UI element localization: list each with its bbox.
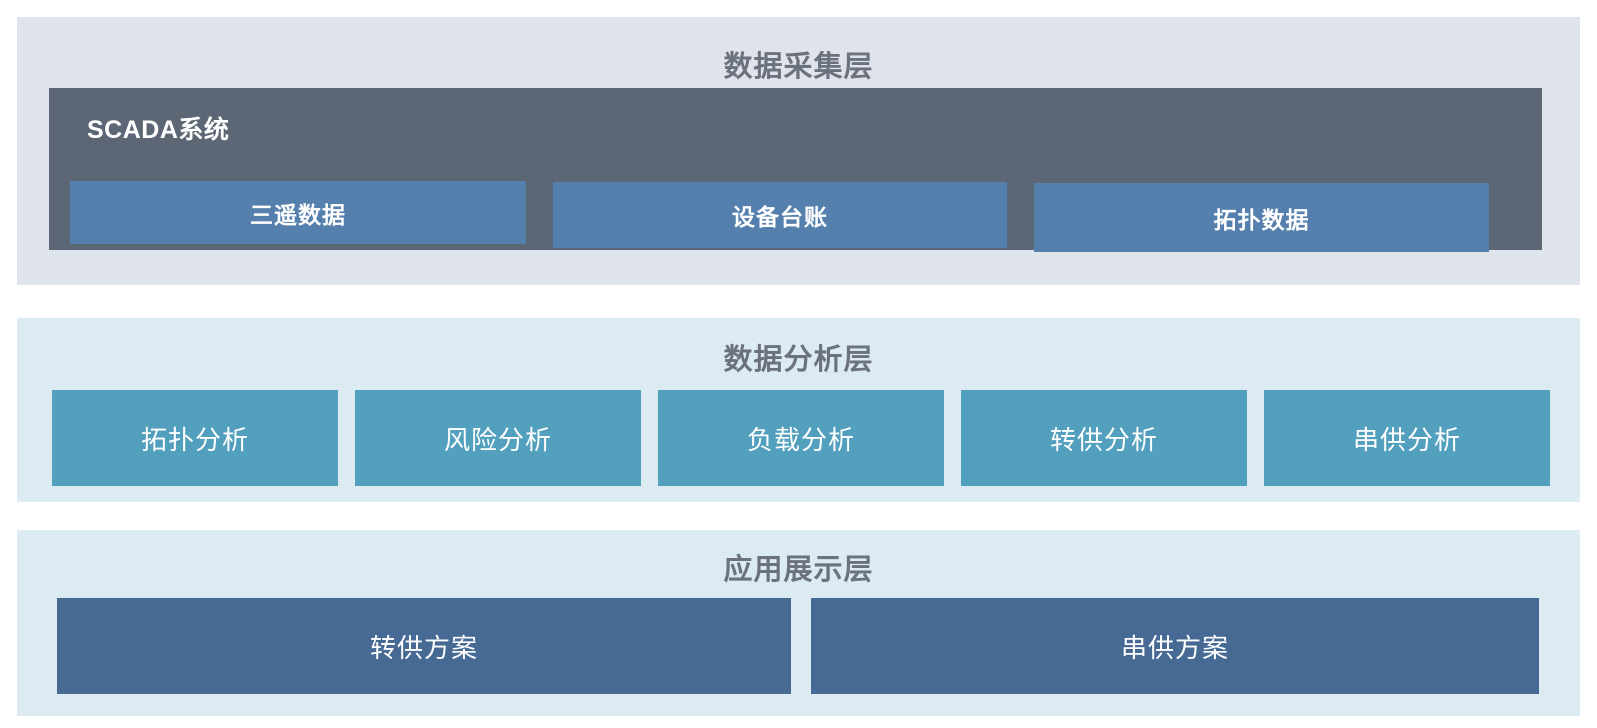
analysis-item-risk[interactable]: 风险分析 — [355, 390, 641, 486]
scada-item-topology-data[interactable]: 拓扑数据 — [1034, 183, 1489, 252]
scada-system-label: SCADA系统 — [87, 116, 230, 144]
analysis-item-transfer-supply[interactable]: 转供分析 — [961, 390, 1247, 486]
layer-data-collection: 数据采集层 SCADA系统 三遥数据 设备台账 拓扑数据 — [17, 17, 1580, 285]
analysis-item-list: 拓扑分析 风险分析 负载分析 转供分析 串供分析 — [52, 390, 1550, 486]
application-item-list: 转供方案 串供方案 — [57, 598, 1539, 694]
application-item-transfer-supply-plan[interactable]: 转供方案 — [57, 598, 791, 694]
scada-item-sanyao-data[interactable]: 三遥数据 — [70, 181, 526, 244]
analysis-item-topology[interactable]: 拓扑分析 — [52, 390, 338, 486]
analysis-item-series-supply[interactable]: 串供分析 — [1264, 390, 1550, 486]
scada-item-equipment-ledger[interactable]: 设备台账 — [553, 182, 1007, 248]
layer-application-display-title: 应用展示层 — [723, 554, 874, 586]
analysis-item-load[interactable]: 负载分析 — [658, 390, 944, 486]
scada-item-list: 三遥数据 设备台账 拓扑数据 — [49, 88, 1542, 252]
layer-data-analysis: 数据分析层 拓扑分析 风险分析 负载分析 转供分析 串供分析 — [17, 318, 1580, 502]
layer-data-collection-title: 数据采集层 — [723, 51, 874, 83]
layer-application-display: 应用展示层 转供方案 串供方案 — [17, 530, 1580, 716]
layer-data-analysis-title: 数据分析层 — [723, 344, 874, 376]
scada-system-group: SCADA系统 三遥数据 设备台账 拓扑数据 — [49, 88, 1542, 252]
application-item-series-supply-plan[interactable]: 串供方案 — [811, 598, 1539, 694]
